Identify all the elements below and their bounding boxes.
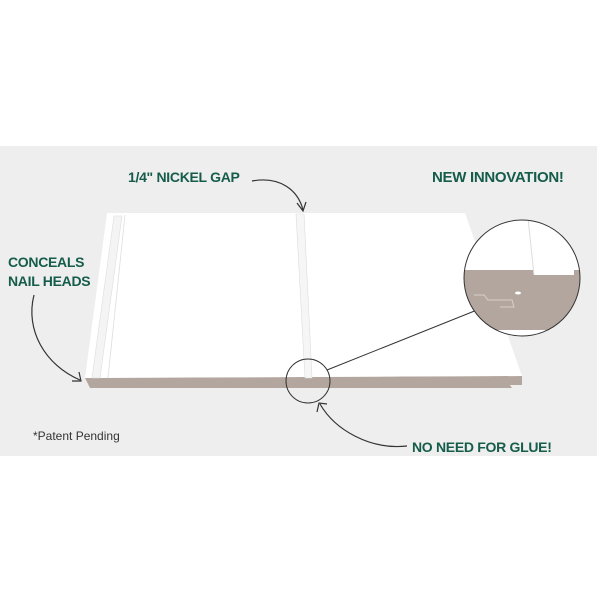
detail-circle-outline <box>463 219 581 337</box>
conceals-arrow <box>31 294 81 381</box>
patent-note: *Patent Pending <box>33 429 120 443</box>
magnifier-connector <box>326 309 478 371</box>
left-groove <box>91 215 123 379</box>
no-glue-arrow <box>319 403 408 448</box>
detail-circle-small <box>285 358 331 404</box>
conceals-label-line2: NAIL HEADS <box>8 273 91 289</box>
left-groove-line <box>107 214 126 379</box>
new-innovation-label: NEW INNOVATION! <box>432 169 564 186</box>
no-glue-arrowhead <box>316 402 328 413</box>
nickel-gap-arrowhead <box>296 201 307 213</box>
no-glue-label: NO NEED FOR GLUE! <box>412 439 552 455</box>
panel-edge <box>85 376 522 388</box>
conceals-arrowhead <box>72 371 82 382</box>
nickel-gap-arrow <box>251 179 304 211</box>
nickel-gap <box>295 213 313 379</box>
nickel-gap-label: 1/4" NICKEL GAP <box>128 169 240 185</box>
conceals-label-line1: CONCEALS <box>8 254 85 270</box>
